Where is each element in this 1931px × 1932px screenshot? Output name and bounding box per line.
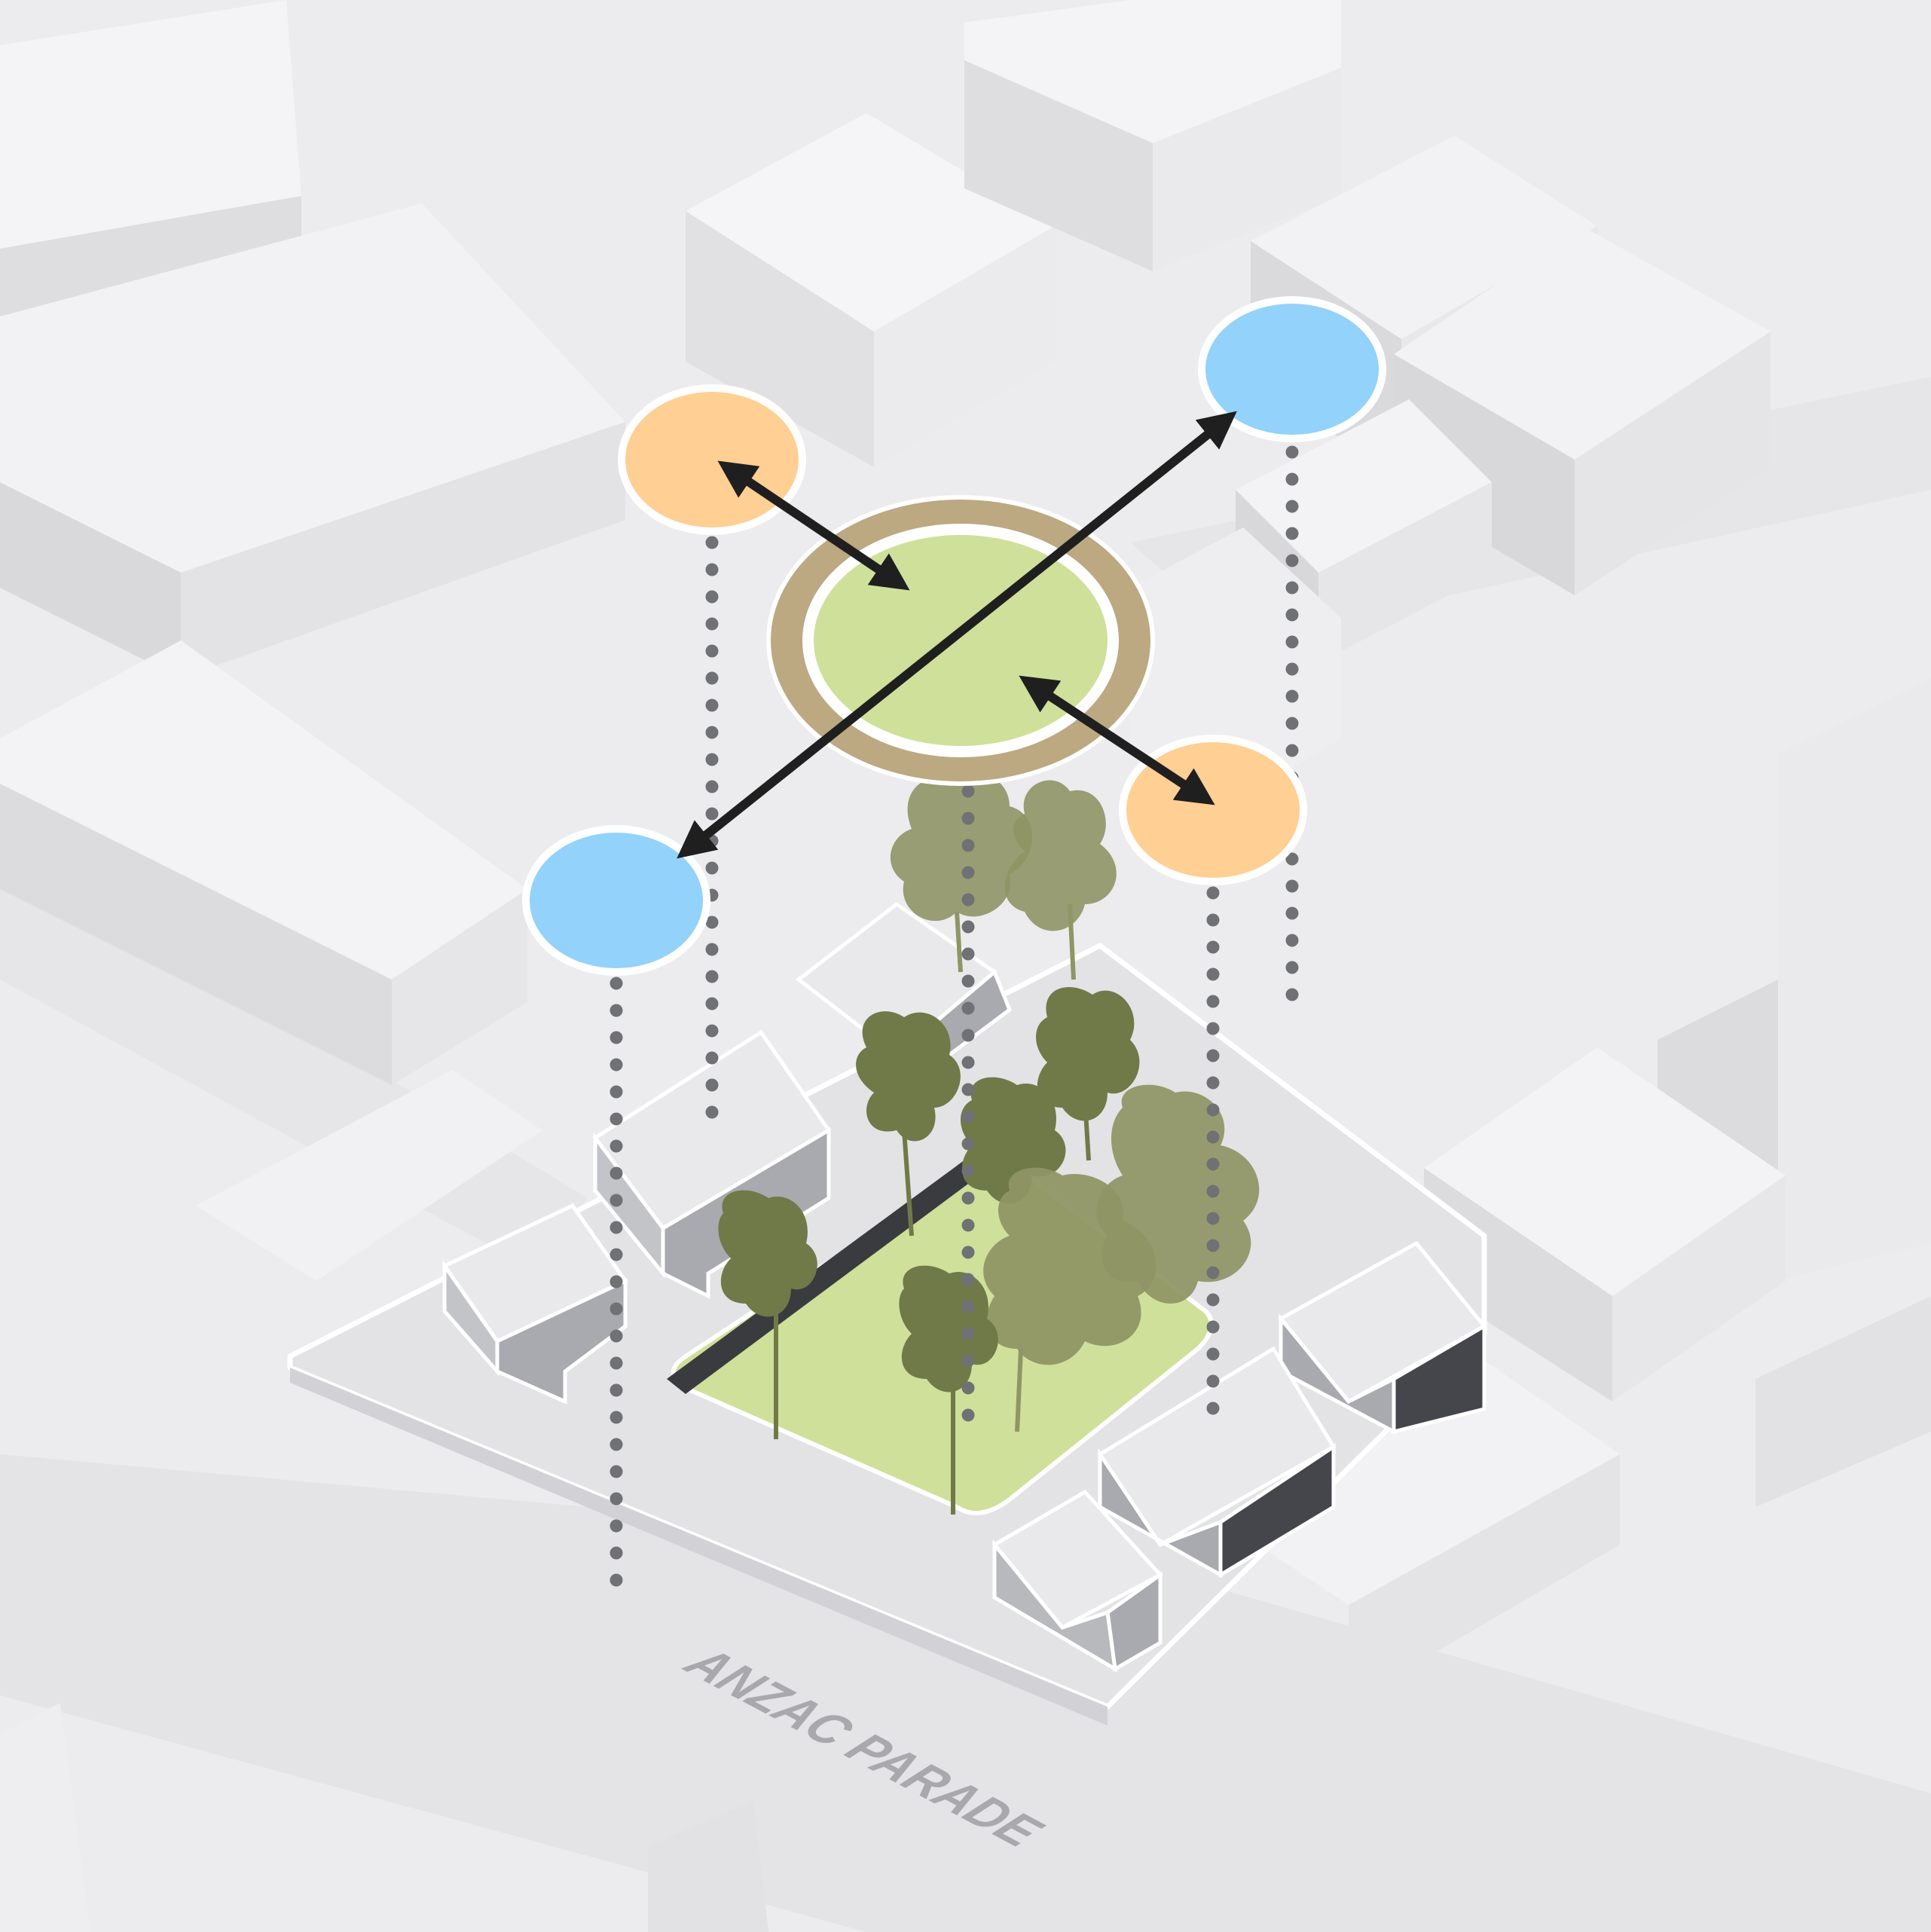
- context-building: [964, 60, 1153, 271]
- context-building-roof: [686, 211, 874, 467]
- context-building: [0, 482, 181, 678]
- house-wall: [442, 1260, 500, 1377]
- context-building-roof: [686, 113, 1055, 332]
- context-building: [1349, 1454, 1620, 1703]
- context-building: [0, 203, 625, 573]
- context-building: [1424, 1047, 1786, 1296]
- context-building: [0, 640, 527, 980]
- context-building: [648, 1801, 768, 1932]
- context-building: [181, 422, 625, 678]
- double-arrow-icon: [1019, 675, 1215, 806]
- node-circle-icon: [522, 825, 710, 976]
- tree-icon: [856, 1011, 961, 1237]
- node-circle-icon: [1198, 296, 1386, 442]
- connection-arrows: [677, 411, 1237, 859]
- context-building-roof: [1236, 399, 1492, 573]
- context-building: [0, 784, 392, 1085]
- context-building: [1755, 1296, 1931, 1507]
- context-building: [0, 0, 301, 249]
- double-arrow-icon: [677, 411, 1237, 859]
- context-building: [0, 1703, 90, 1932]
- context-building: [196, 1070, 542, 1281]
- context-building: [1575, 332, 1771, 595]
- context-building: [1153, 68, 1341, 271]
- context-building: [1251, 136, 1597, 339]
- house-wall: [992, 1539, 1118, 1673]
- tree-icon: [718, 1190, 817, 1439]
- context-building-roof: [1394, 226, 1771, 460]
- node-circle-icon: [618, 384, 806, 535]
- house-wall: [1098, 1447, 1223, 1579]
- house-row-east: [991, 1240, 1487, 1673]
- context-building: [1778, 678, 1931, 1281]
- tree-icon: [1036, 987, 1140, 1161]
- site-platform-edge: [290, 1368, 1108, 1726]
- context-building: [1318, 482, 1492, 663]
- context-building: [964, 0, 1341, 143]
- road-anzac-parade: [0, 1454, 1931, 1932]
- context-building: [1612, 1175, 1786, 1402]
- context-building: [392, 889, 527, 1085]
- courtyard-edge-shadow: [667, 1149, 995, 1394]
- context-building: [874, 226, 1055, 467]
- tree-icon: [983, 1167, 1156, 1432]
